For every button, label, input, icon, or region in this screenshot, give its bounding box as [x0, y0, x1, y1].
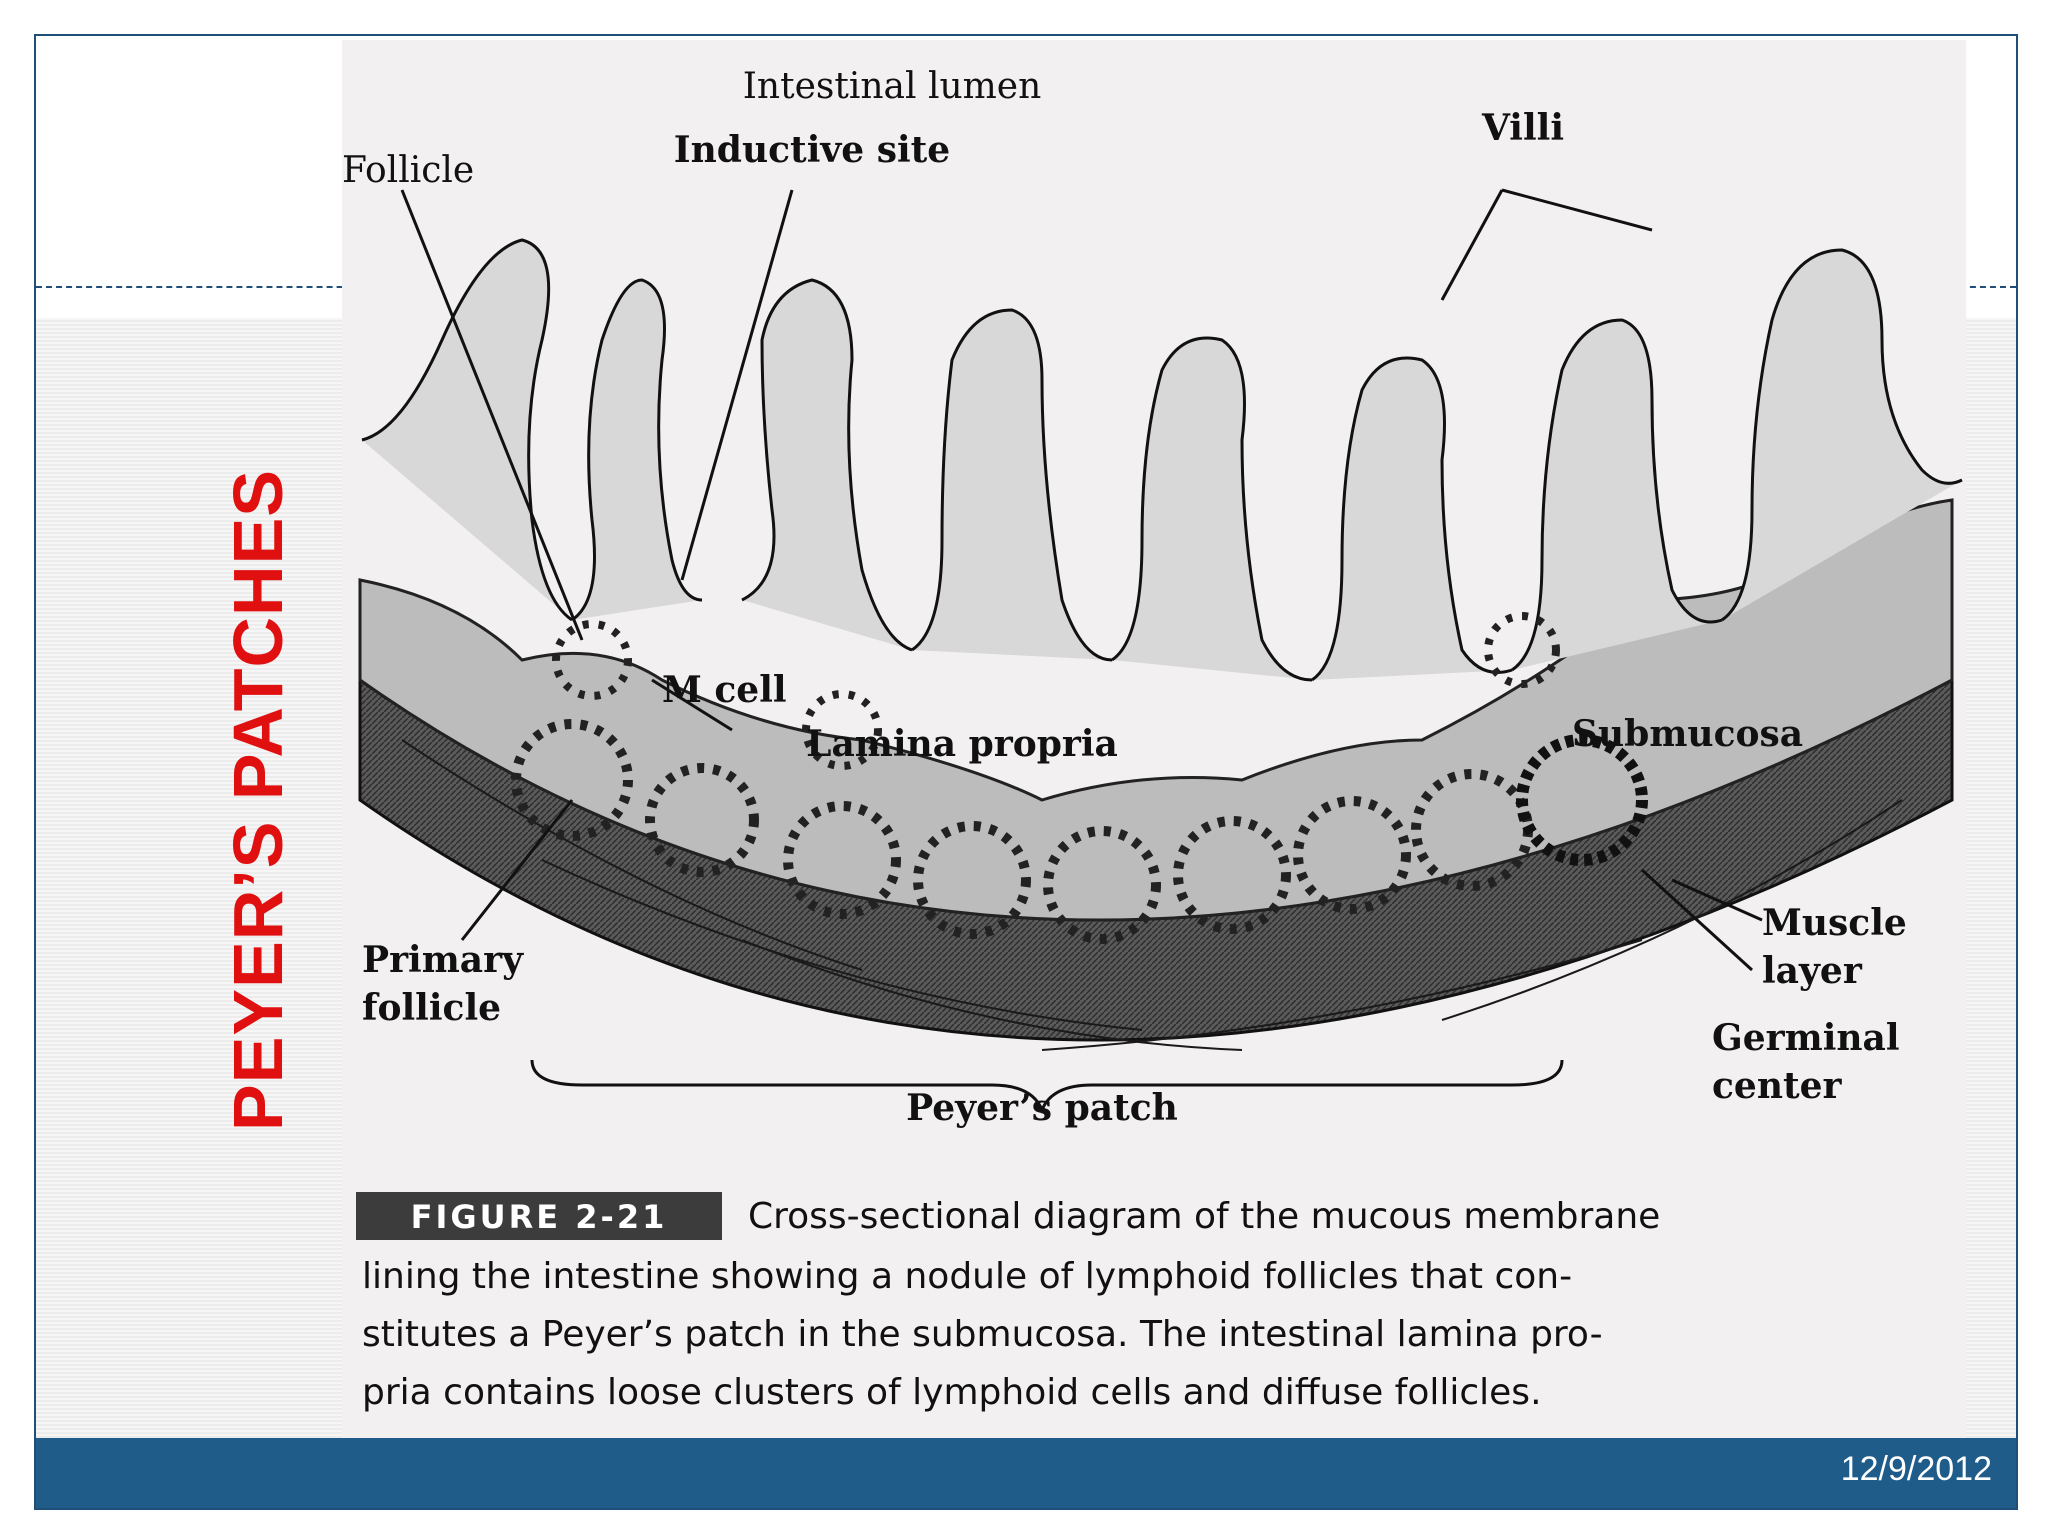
caption-line-3: stitutes a Peyer’s patch in the submucos… — [362, 1314, 1603, 1355]
villus — [1721, 248, 1963, 622]
label-layer: layer — [1762, 950, 1863, 992]
follicle-cluster — [1043, 826, 1161, 944]
label-center: center — [1712, 1065, 1843, 1107]
follicle-cluster — [913, 821, 1031, 939]
label-villi: Villi — [1481, 107, 1564, 149]
villus — [1311, 356, 1513, 682]
follicle-cluster — [802, 690, 882, 770]
villi-group — [361, 238, 1963, 682]
follicle-clusters — [511, 612, 1648, 944]
caption-line-2: lining the intestine showing a nodule of… — [362, 1256, 1572, 1297]
villus — [1111, 336, 1313, 682]
villus — [741, 278, 913, 652]
figure-scan: Intestinal lumen Follicle Inductive site… — [342, 40, 1966, 1438]
label-germinal: Germinal — [1712, 1017, 1900, 1059]
figure-badge — [356, 1192, 722, 1240]
label-submucosa: Submucosa — [1572, 713, 1803, 755]
follicle-cluster — [783, 801, 901, 919]
label-follicle-2: follicle — [362, 987, 501, 1029]
villus — [571, 278, 703, 622]
follicle-cluster — [645, 763, 759, 877]
slide-frame — [34, 34, 2018, 1510]
label-peyers-patch: Peyer’s patch — [906, 1087, 1178, 1129]
label-intestinal-lumen: Intestinal lumen — [743, 66, 1042, 107]
label-lamina-propria: Lamina propria — [806, 723, 1118, 765]
follicle-cluster — [1173, 816, 1291, 934]
label-m-cell: M cell — [662, 669, 787, 711]
footer-date: 12/9/2012 — [1840, 1450, 1992, 1488]
figure-badge-label: FIGURE 2-21 — [411, 1198, 668, 1236]
follicle-cluster — [552, 620, 632, 700]
muscle-layer-fibres — [401, 739, 1903, 1051]
follicle-cluster — [1293, 796, 1411, 914]
caption-line-1: Cross-sectional diagram of the mucous me… — [748, 1196, 1660, 1237]
follicle-cluster — [511, 719, 633, 841]
leader-lines — [400, 188, 1763, 972]
villus — [911, 308, 1113, 662]
label-primary: Primary — [362, 939, 524, 981]
peyers-patch-diagram: Intestinal lumen Follicle Inductive site… — [342, 66, 1963, 1413]
footer-bar — [36, 1438, 2016, 1508]
villus — [361, 238, 573, 622]
label-follicle: Follicle — [342, 150, 474, 191]
peyers-patch-bracket — [530, 1059, 1564, 1115]
label-inductive-site: Inductive site — [674, 129, 950, 171]
germinal-center-follicle — [1516, 734, 1648, 866]
villus — [1511, 318, 1723, 672]
label-muscle: Muscle — [1762, 902, 1907, 944]
caption-line-4: pria contains loose clusters of lymphoid… — [362, 1372, 1542, 1413]
follicle-cluster — [1484, 612, 1560, 688]
slide-title: PEYER’S PATCHES — [219, 469, 297, 1131]
